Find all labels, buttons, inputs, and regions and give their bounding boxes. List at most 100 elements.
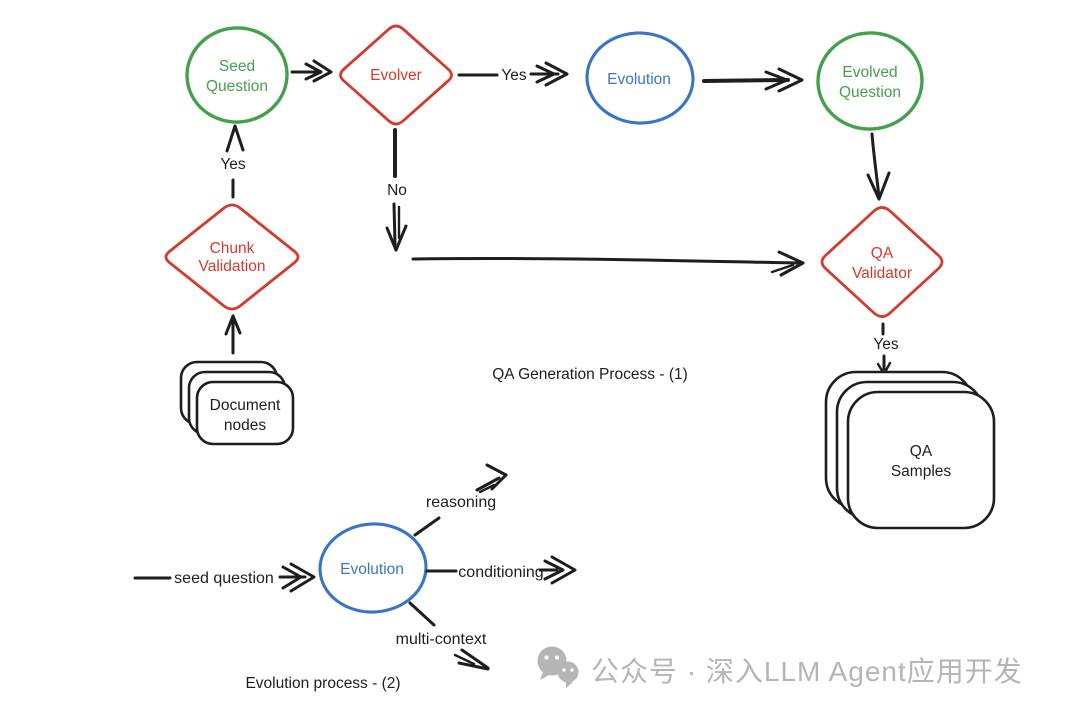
evolution-top-node: Evolution — [585, 31, 695, 125]
branch-reasoning-line — [413, 516, 441, 537]
wechat-icon-small-eye-left — [562, 668, 566, 672]
evolution-bottom-label: Evolution — [340, 561, 404, 578]
wechat-icon-big-tail — [540, 672, 549, 680]
edge-validator-yes-label: Yes — [873, 336, 899, 353]
edge-chunk-seed-head-left — [225, 124, 237, 153]
edge-seed-to-evolver-head-outer — [312, 59, 333, 83]
edge-chunk-to-seed: Yes — [220, 124, 246, 199]
branch-multi-context-arrow-head-top — [460, 648, 490, 670]
edge-evolver-yes-arrow-outer — [544, 61, 569, 87]
evolution-top-circle — [585, 31, 695, 125]
branch-reasoning-arrow-head-top — [485, 463, 508, 477]
edge-no-arrow-head-left — [385, 226, 398, 252]
edge-no-horizontal-head-top — [777, 250, 805, 265]
caption-evolution-process: Evolution process - (2) — [245, 675, 400, 692]
watermark: 公众号 · 深入LLM Agent应用开发 — [537, 646, 1023, 688]
edge-no-arrow-head-right — [394, 224, 408, 252]
evolver-diamond — [339, 24, 453, 126]
evolved-question-node: Evolved Question — [816, 31, 924, 131]
edge-evolver-yes-label: Yes — [501, 67, 527, 84]
edge-evolver-no-to-validator: No — [385, 128, 805, 277]
edge-chunk-seed-head-right — [233, 124, 245, 152]
edge-evolution-evolved-head-inner — [764, 70, 789, 91]
edge-docs-chunk-head-right — [231, 314, 242, 335]
edge-no-label: No — [387, 182, 407, 199]
edge-evolved-validator-shaft — [870, 132, 881, 199]
branch-reasoning-arrow-shaft — [475, 476, 501, 492]
branch-multi-context-label: multi-context — [396, 631, 487, 648]
edge-evolution-to-evolved — [702, 67, 804, 93]
edge-evolved-validator-head-left — [866, 173, 881, 201]
qa-validator-node: QA Validator — [820, 206, 944, 318]
qa-samples-label-line1: QA — [910, 443, 933, 460]
edge-seed-to-evolver — [290, 59, 333, 83]
wechat-icon-small-eye-right — [570, 668, 574, 672]
edge-validator-to-samples: Yes — [873, 322, 899, 376]
wechat-icon-small-tail — [566, 681, 573, 688]
document-nodes-card-front — [195, 380, 295, 446]
evolution-bottom-node: Evolution — [318, 522, 428, 614]
branch-input-arrow-outer — [289, 562, 316, 593]
wechat-icon-big-eye-left — [544, 655, 549, 660]
chunk-validation-label-line1: Chunk — [210, 240, 255, 257]
qa-validator-label-line2: Validator — [852, 265, 912, 282]
branch-input-arrow-inner — [281, 565, 303, 590]
edge-evolution-evolved-shaft — [702, 78, 790, 83]
edge-evolver-yes-arrow-inner — [535, 64, 556, 84]
edge-no-arrow-shaft1 — [392, 202, 397, 246]
qa-validator-diamond — [820, 206, 944, 318]
wechat-icon — [537, 646, 579, 688]
branch-reasoning-label: reasoning — [426, 494, 496, 511]
qa-samples-card-front — [846, 390, 996, 530]
document-nodes-label-line2: nodes — [224, 417, 266, 434]
watermark-text: 公众号 · 深入LLM Agent应用开发 — [591, 656, 1023, 687]
edge-no-horizontal-head-double — [770, 263, 795, 274]
branch-multi-context-line — [408, 601, 436, 627]
branch-conditioning-arrow-inner — [543, 559, 565, 581]
branch-reasoning-arrow-double — [478, 483, 496, 494]
branch-conditioning-arrow-outer — [550, 555, 577, 585]
chunk-validation-node: Chunk Validation — [164, 203, 300, 311]
edge-evolved-validator-head-right — [877, 171, 891, 201]
edge-evolved-to-validator — [866, 132, 891, 201]
document-nodes-node: Document nodes — [179, 360, 295, 446]
qa-samples-node: QA Samples — [824, 370, 996, 530]
edge-no-horizontal-shaft — [411, 256, 801, 265]
evolver-label: Evolver — [370, 67, 422, 84]
branch-conditioning-label: conditioning — [458, 564, 543, 581]
document-nodes-label-line1: Document — [210, 397, 281, 414]
branch-conditioning: conditioning — [425, 555, 577, 585]
edge-seed-to-evolver-head-inner — [304, 62, 323, 81]
seed-question-label-line1: Seed — [219, 58, 255, 75]
seed-question-circle — [185, 26, 289, 124]
branch-reasoning: reasoning — [413, 463, 508, 537]
evolution-bottom-circle — [318, 522, 428, 614]
evolved-question-label-line1: Evolved — [842, 64, 897, 81]
seed-question-node: Seed Question — [185, 26, 289, 124]
seed-question-label-line2: Question — [206, 78, 268, 95]
edge-evolution-evolved-head-outer — [777, 67, 804, 93]
wechat-icon-big-eye-right — [554, 655, 560, 660]
qa-samples-label-line2: Samples — [891, 463, 952, 480]
qa-validator-label-line1: QA — [871, 245, 894, 262]
edge-evolver-to-evolution: Yes — [457, 61, 569, 87]
branch-multi-context-arrow-head-bottom — [457, 661, 490, 671]
evolved-question-circle — [816, 31, 924, 131]
edge-no-horizontal-head-bottom — [779, 261, 805, 277]
evolved-question-label-line2: Question — [839, 84, 901, 101]
caption-qa-generation-process: QA Generation Process - (1) — [492, 366, 688, 383]
evolver-node: Evolver — [339, 24, 453, 126]
wechat-icon-small-bubble — [557, 661, 579, 683]
edge-chunk-seed-label: Yes — [220, 156, 246, 173]
branch-input-label: seed question — [174, 570, 274, 587]
chunk-validation-diamond — [164, 203, 300, 311]
edge-docs-to-chunk — [224, 314, 242, 355]
chunk-validation-label-line2: Validation — [199, 258, 266, 275]
branch-seed-question-input: seed question — [133, 562, 316, 593]
evolution-top-label: Evolution — [607, 71, 671, 88]
edge-docs-chunk-head-left — [224, 314, 235, 336]
branch-multi-context: multi-context — [396, 601, 490, 671]
branch-multi-context-arrow-double — [453, 653, 476, 666]
